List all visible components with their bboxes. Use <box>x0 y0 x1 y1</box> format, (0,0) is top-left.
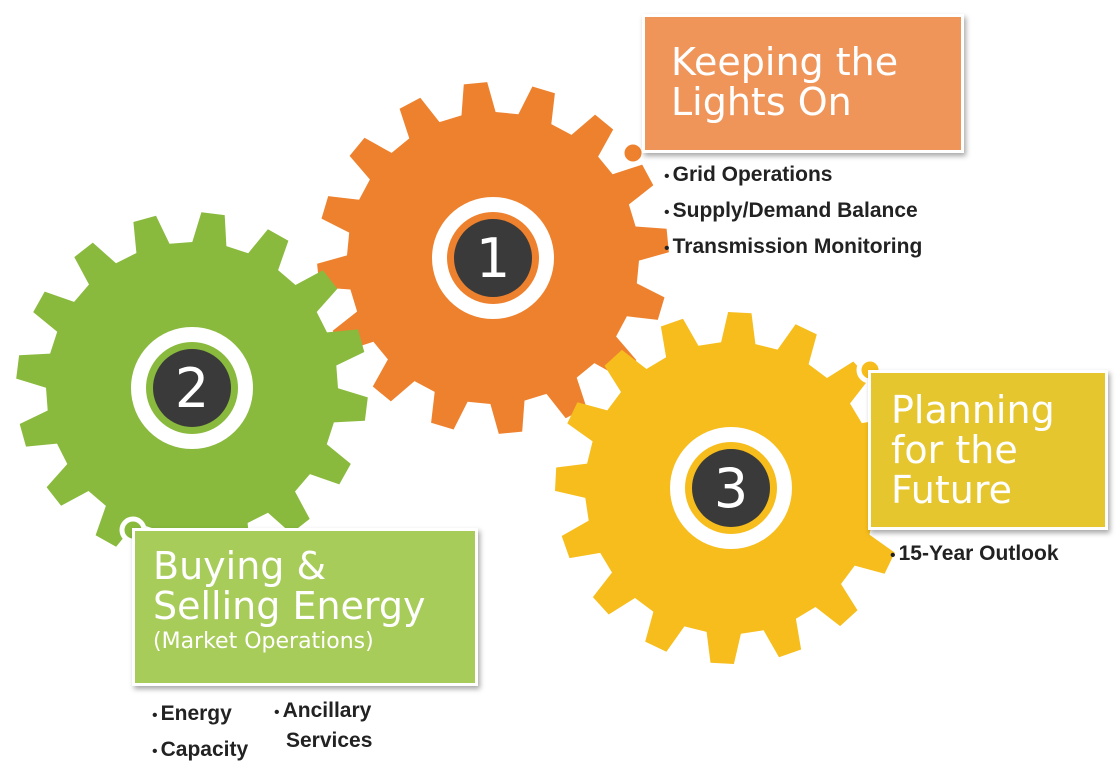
callout-3-title-line3: Future <box>891 467 1013 512</box>
callout-2-bullets-col2: Ancillary Services <box>274 697 373 757</box>
callout-planning-future: Planning for the Future <box>868 370 1108 530</box>
callout-3-title-line2: for the <box>891 427 1018 472</box>
callout-1-bullets: Grid Operations Supply/Demand Balance Tr… <box>664 158 923 266</box>
callout-2-bullets-col1: Energy Capacity <box>152 697 249 769</box>
callout-1-title: Keeping the Lights On <box>645 17 961 123</box>
callout-3-title: Planning for the Future <box>871 373 1105 511</box>
gear-1-hub <box>454 219 532 297</box>
gear-3: 3 <box>555 312 907 664</box>
bullet-item: 15-Year Outlook <box>890 537 1059 573</box>
gear-3-hub <box>692 449 770 527</box>
gear-2-number: 2 <box>175 357 209 420</box>
callout-2-title-line2: Selling Energy <box>153 583 426 628</box>
callout-2-title: Buying & Selling Energy <box>135 531 475 627</box>
bullet-item: Energy <box>152 697 248 733</box>
bullet-item: Capacity <box>152 733 249 769</box>
callout-3-bullets: 15-Year Outlook <box>890 537 1059 573</box>
bullet-item: Supply/Demand Balance <box>664 194 922 230</box>
callout-2-title-line1: Buying & <box>153 544 327 588</box>
gear-1: 1 <box>317 82 669 434</box>
connector-dot-1 <box>619 139 647 167</box>
bullet-item: Transmission Monitoring <box>664 230 923 266</box>
callout-3-title-line1: Planning <box>891 388 1055 432</box>
callout-1-title-line2: Lights On <box>671 79 852 124</box>
callout-buying-selling-energy: Buying & Selling Energy (Market Operatio… <box>132 528 478 686</box>
gear-2: 2 <box>16 212 368 564</box>
callout-2-subtitle: (Market Operations) <box>153 628 374 654</box>
bullet-item: Grid Operations <box>664 158 922 194</box>
callout-1-title-line1: Keeping the <box>671 40 899 84</box>
bullet-item-continuation: Services <box>286 729 373 752</box>
bullet-item: Ancillary <box>274 697 372 727</box>
callout-keeping-lights-on: Keeping the Lights On <box>642 14 964 153</box>
gear-3-number: 3 <box>714 457 748 520</box>
gear-1-number: 1 <box>476 227 510 290</box>
gear-2-hub <box>153 349 231 427</box>
